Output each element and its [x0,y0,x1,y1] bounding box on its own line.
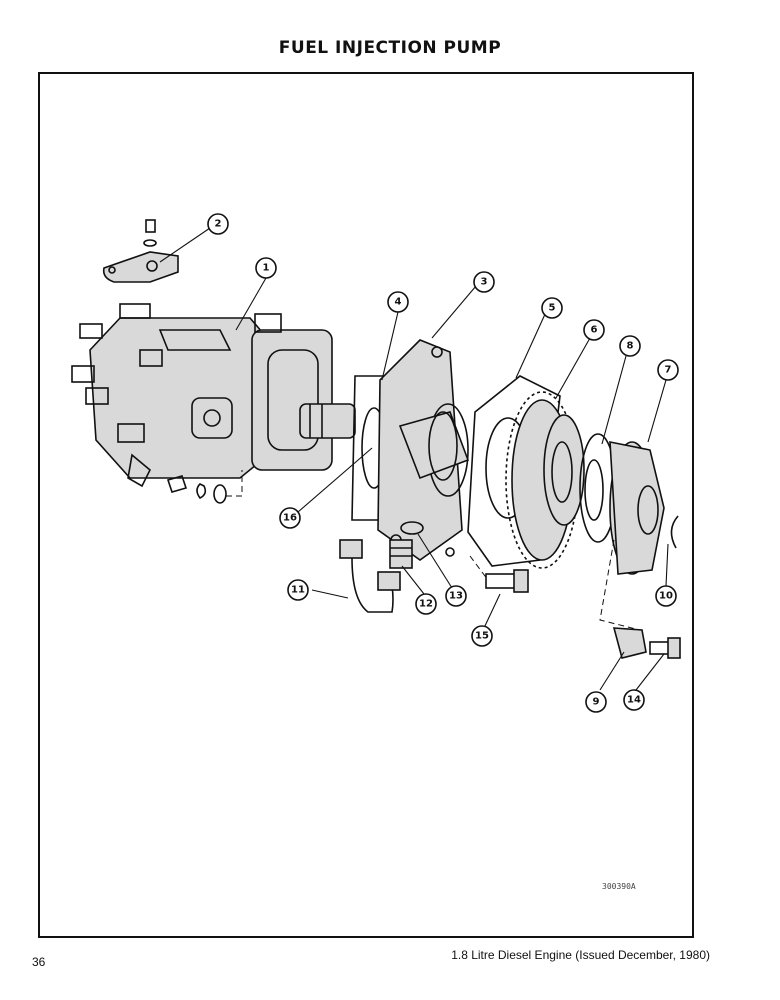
svg-text:2: 2 [215,219,222,230]
callout-6: 6 [583,319,605,341]
part-12-union [389,539,413,569]
centerline-bolt-15 [469,555,489,581]
callout-7: 7 [657,359,679,381]
callout-15: 15 [471,625,493,647]
part-9-lock-plate [612,627,647,659]
part-3-adaptor [377,339,470,561]
pump-base-seals [166,470,243,504]
page-number: 36 [32,955,46,969]
svg-text:11: 11 [291,585,305,596]
svg-text:7: 7 [665,365,672,376]
callout-9: 9 [585,691,607,713]
callout-4: 4 [387,291,409,313]
part-15-bolt [485,569,529,593]
part-7-flange [609,441,665,575]
callout-12: 12 [415,593,437,615]
svg-text:6: 6 [591,325,598,336]
callout-3: 3 [473,271,495,293]
callout-5: 5 [541,297,563,319]
callout-8: 8 [619,335,641,357]
part-14-bolt [649,637,681,659]
part-13-washer [400,521,424,535]
callout-1: 1 [255,257,277,279]
svg-text:10: 10 [659,591,673,602]
callout-14: 14 [623,689,645,711]
callout-10: 10 [655,585,677,607]
leader-lines [159,227,669,691]
svg-text:15: 15 [475,631,489,642]
svg-text:5: 5 [549,303,556,314]
svg-text:14: 14 [627,695,641,706]
figure-frame [38,72,694,938]
callout-11: 11 [287,579,309,601]
page-title: FUEL INJECTION PUMP [278,38,502,58]
svg-text:3: 3 [481,277,488,288]
svg-text:8: 8 [627,341,634,352]
svg-text:16: 16 [283,513,297,524]
part-1-pump-body [71,303,333,488]
drive-shaft [299,403,356,439]
svg-text:13: 13 [449,591,463,602]
part-6-sprocket [505,391,585,569]
svg-text:1: 1 [263,263,270,274]
svg-text:12: 12 [419,599,433,610]
centerline-lock [599,539,641,631]
svg-text:4: 4 [395,297,402,308]
callout-2: 2 [207,213,229,235]
part-10-circlip [670,515,679,549]
part-2-bracket [102,219,179,283]
callout-13: 13 [445,585,467,607]
svg-text:9: 9 [593,697,600,708]
callout-16: 16 [279,507,301,529]
footer-title: 1.8 Litre Diesel Engine (Issued December… [451,948,710,962]
part-11-fuel-pipe [339,539,401,613]
drawing-code: 300390A [602,882,636,891]
